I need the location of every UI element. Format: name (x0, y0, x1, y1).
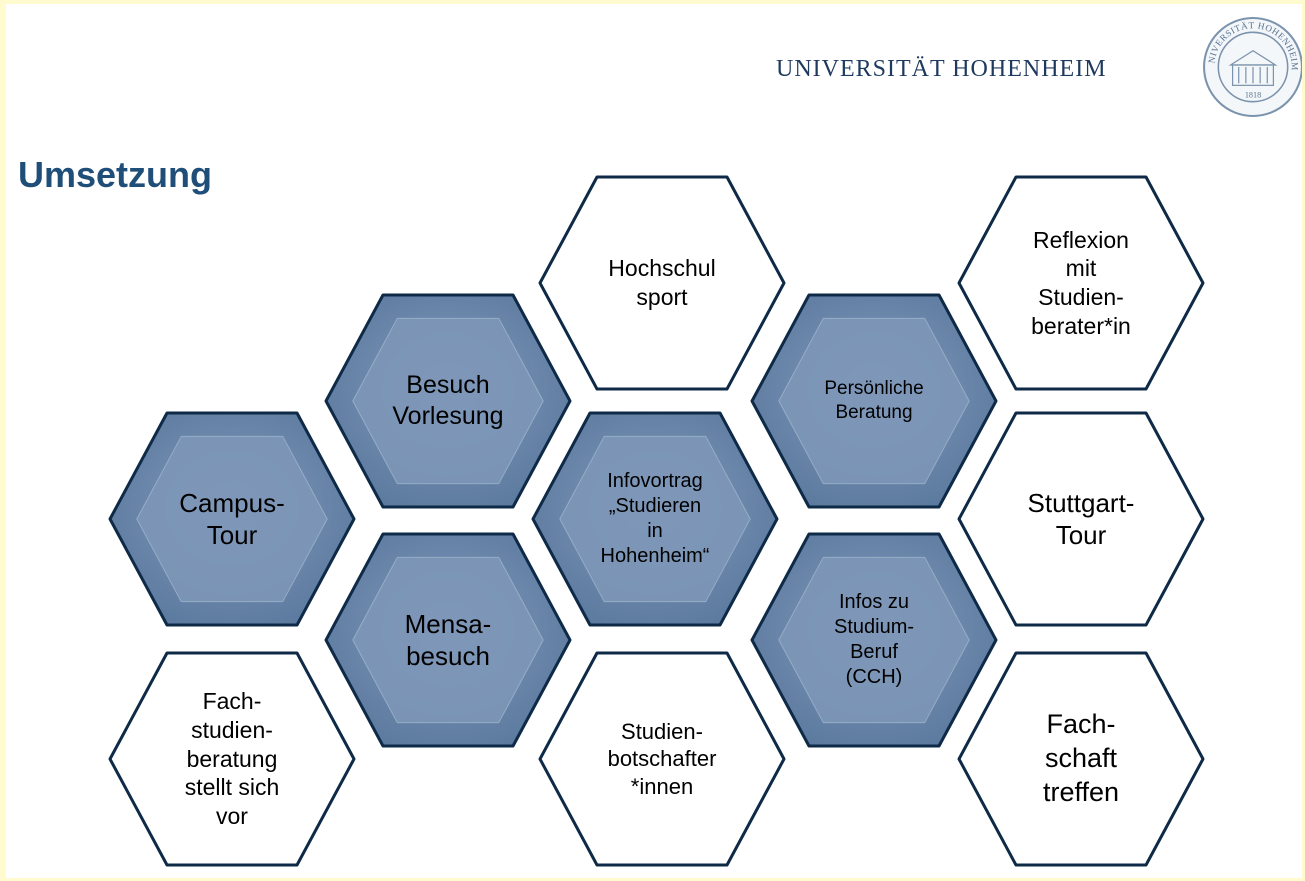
hexagon-persoenliche-beratung (750, 293, 998, 509)
hexagon-label-fachstudienberatung: Fach- studien- beratung stellt sich vor (184, 688, 280, 830)
seal-year: 1818 (1245, 91, 1261, 100)
hexagon-reflexion (957, 175, 1205, 391)
hexagon-mensabesuch (324, 532, 572, 748)
hexagon-infos-studium-beruf (750, 532, 998, 748)
hexagon-label-fachschaft-treffen: Fach- schaft treffen (1042, 709, 1120, 807)
hexagon-label-mensabesuch: Mensa- besuch (404, 608, 492, 672)
hexagon-fachschaft-treffen (957, 651, 1205, 867)
hexagon-grid (108, 175, 1205, 867)
hexagon-label-persoenliche-beratung: Persönliche Beratung (824, 378, 924, 423)
hexagon-label-reflexion: Reflexion mit Studien- berater*in (1031, 226, 1131, 339)
university-name: UNIVERSITÄT HOHENHEIM (776, 56, 1107, 82)
hexagon-label-hochschulsport: Hochschul sport (608, 255, 716, 310)
hexagon-hochschulsport (538, 175, 786, 391)
hexagon-label-campus-tour: Campus- Tour (179, 487, 285, 551)
hexagon-infovortrag (531, 411, 779, 627)
hexagon-label-infovortrag: Infovortrag „Studieren in Hohenheim“ (600, 470, 710, 567)
page-title: Umsetzung (18, 154, 213, 195)
hexagon-label-infos-studium-beruf: Infos zu Studium- Beruf (CCH) (833, 591, 915, 688)
hexagon-campus-tour (108, 411, 356, 627)
hexagon-studienbotschafter (538, 651, 786, 867)
university-seal-icon: UNIVERSITÄT HOHENHEIM 1818 (1202, 16, 1302, 117)
hexagon-label-stuttgart-tour: Stuttgart- Tour (1027, 487, 1135, 551)
hexagon-label-studienbotschafter: Studien- botschafter *innen (607, 718, 717, 799)
hexagon-fachstudienberatung (108, 651, 356, 867)
hexagon-besuch-vorlesung (324, 293, 572, 509)
slide: UNIVERSITÄT HOHENHEIM UNIVERSITÄT HOHENH… (6, 4, 1302, 878)
hexagon-stuttgart-tour (957, 411, 1205, 627)
hexagon-label-besuch-vorlesung: Besuch Vorlesung (392, 370, 504, 430)
